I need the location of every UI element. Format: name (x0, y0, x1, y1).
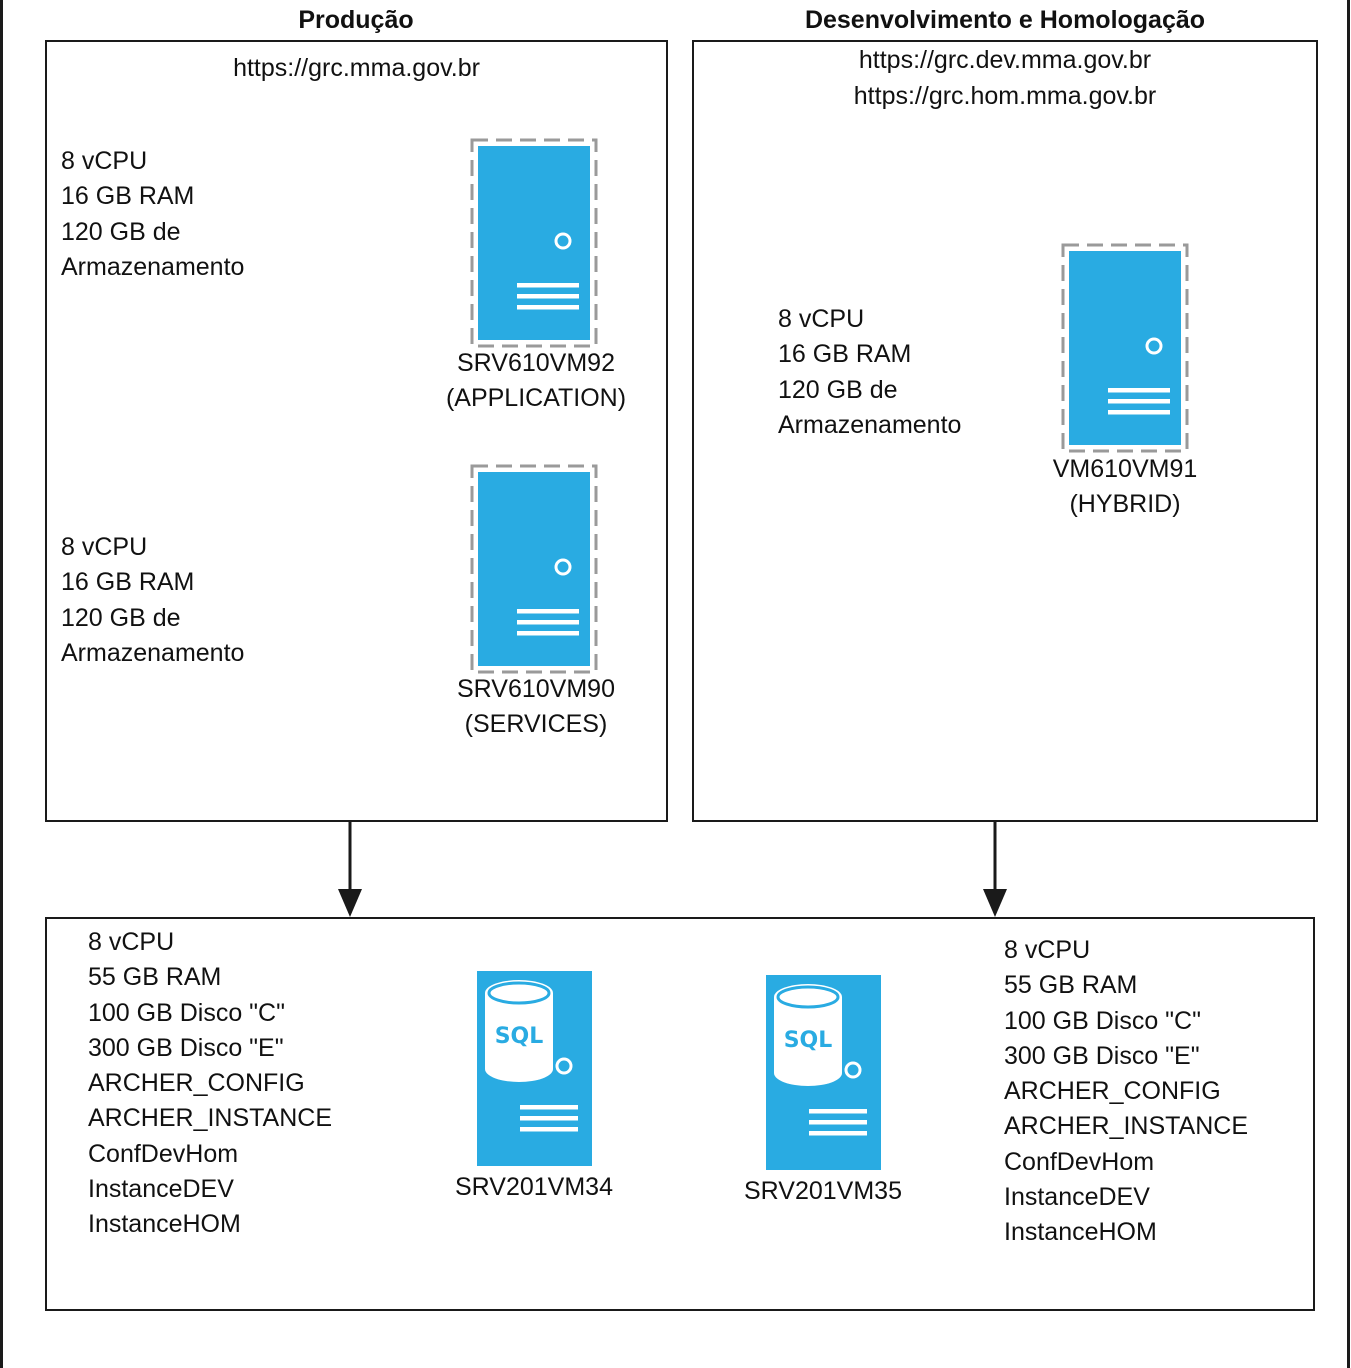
spec-line: InstanceDEV (88, 1175, 234, 1204)
server-specs-vm610vm91: 8 vCPU 16 GB RAM 120 GB de Armazenamento (778, 302, 961, 443)
server-name-srv201vm35: SRV201VM35 (744, 1177, 902, 1205)
spec-line: Armazenamento (61, 252, 245, 281)
spec-line: 8 vCPU (778, 305, 865, 333)
spec-line: ARCHER_INSTANCE (88, 1104, 333, 1133)
server-name-srv610vm90: SRV610VM90 (457, 675, 615, 703)
spec-line: 16 GB RAM (778, 340, 912, 369)
spec-line: 120 GB de (61, 603, 181, 632)
server-tower-icon (469, 137, 599, 349)
spec-line: 300 GB Disco "E" (1004, 1041, 1200, 1070)
spec-line: InstanceHOM (1004, 1218, 1157, 1247)
server-specs-srv201vm34: 8 vCPU 55 GB RAM 100 GB Disco "C" 300 GB… (88, 925, 332, 1243)
server-name-srv201vm34: SRV201VM34 (455, 1173, 613, 1201)
spec-line: 16 GB RAM (61, 182, 195, 211)
server-tower-icon (469, 463, 599, 675)
spec-line: 120 GB de (778, 375, 898, 404)
server-tower-icon (1060, 242, 1190, 454)
server-name-vm610vm91: VM610VM91 (1052, 455, 1198, 483)
production-url: https://grc.mma.gov.br (233, 54, 480, 82)
dev-url: https://grc.dev.mma.gov.br (858, 46, 1152, 74)
spec-line: ARCHER_CONFIG (88, 1069, 305, 1098)
spec-line: InstanceDEV (1004, 1183, 1150, 1212)
outer-frame-left (0, 0, 3, 1368)
spec-line: 100 GB Disco "C" (1004, 1006, 1201, 1035)
spec-line: 8 vCPU (1004, 936, 1091, 964)
spec-line: ConfDevHom (88, 1139, 239, 1168)
production-heading: Produção (298, 6, 414, 34)
server-role-services: (SERVICES) (464, 710, 608, 738)
database-box (45, 917, 1315, 1311)
spec-line: 8 vCPU (88, 928, 175, 956)
spec-line: 8 vCPU (61, 147, 148, 175)
spec-line: 8 vCPU (61, 533, 148, 561)
spec-line: 55 GB RAM (88, 963, 222, 992)
server-specs-srv610vm90: 8 vCPU 16 GB RAM 120 GB de Armazenamento (61, 530, 244, 671)
server-role-application: (APPLICATION) (445, 384, 627, 412)
server-name-srv610vm92: SRV610VM92 (457, 349, 615, 377)
devhom-box (692, 40, 1318, 822)
outer-frame-right (1347, 0, 1350, 1368)
sql-server-icon: SQL (477, 971, 592, 1166)
spec-line: 120 GB de (61, 217, 181, 246)
spec-line: 100 GB Disco "C" (88, 998, 285, 1027)
sql-icon-text: SQL (495, 1024, 544, 1049)
spec-line: ARCHER_CONFIG (1004, 1077, 1221, 1106)
spec-line: 55 GB RAM (1004, 971, 1138, 1000)
arrow-devhom-to-database (979, 821, 1011, 919)
spec-line: ARCHER_INSTANCE (1004, 1112, 1249, 1141)
server-specs-srv201vm35: 8 vCPU 55 GB RAM 100 GB Disco "C" 300 GB… (1004, 933, 1248, 1251)
server-role-hybrid: (HYBRID) (1069, 490, 1181, 518)
hom-url: https://grc.hom.mma.gov.br (853, 82, 1157, 110)
arrow-production-to-database (334, 821, 366, 919)
spec-line: InstanceHOM (88, 1210, 241, 1239)
sql-server-icon: SQL (766, 975, 881, 1170)
sql-icon-text: SQL (784, 1028, 833, 1053)
spec-line: Armazenamento (778, 410, 962, 439)
spec-line: ConfDevHom (1004, 1147, 1155, 1176)
spec-line: Armazenamento (61, 638, 245, 667)
spec-line: 300 GB Disco "E" (88, 1033, 284, 1062)
devhom-heading: Desenvolvimento e Homologação (804, 6, 1206, 34)
server-specs-srv610vm92: 8 vCPU 16 GB RAM 120 GB de Armazenamento (61, 144, 244, 285)
spec-line: 16 GB RAM (61, 568, 195, 597)
